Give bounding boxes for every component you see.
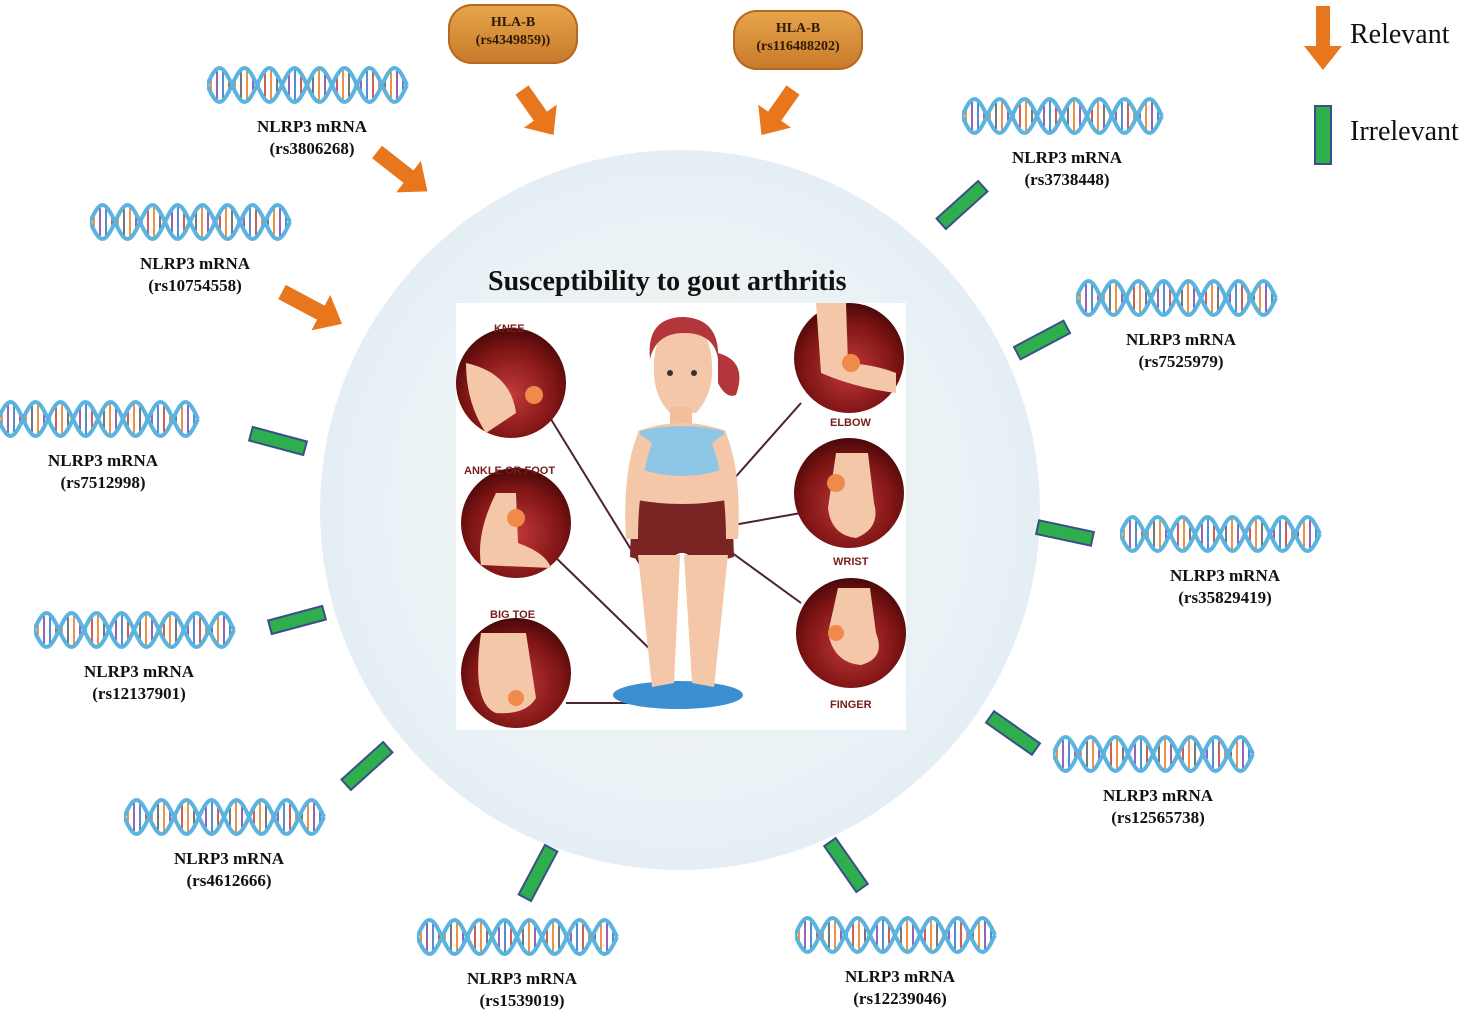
dna-strand — [1053, 734, 1255, 774]
snp-label: NLRP3 mRNA(rs12137901) — [83, 662, 195, 703]
snp-rs12137901: NLRP3 mRNA(rs12137901) — [34, 607, 244, 717]
diagram-title: Susceptibility to gout arthritis — [488, 266, 847, 297]
snp-rs3806268: NLRP3 mRNA(rs3806268) — [207, 62, 417, 172]
snp-rs10754558: NLRP3 mRNA(rs10754558) — [90, 199, 300, 309]
hla-b-pill-1: HLA-B (rs4349859)) — [448, 4, 578, 64]
legend-relevant-label: Relevant — [1350, 19, 1450, 50]
snp-label: NLRP3 mRNA(rs35829419) — [1169, 566, 1281, 607]
snp-label: NLRP3 mRNA(rs7525979) — [1125, 330, 1237, 371]
dna-helix-icon — [417, 917, 619, 957]
snp-rs12565738: NLRP3 mRNA(rs12565738) — [1053, 731, 1263, 841]
dna-helix-icon — [0, 399, 200, 439]
hla-snp: (rs4349859)) — [475, 33, 551, 48]
irrelevant-bar — [1034, 519, 1096, 547]
label-knee: KNEE — [494, 323, 525, 335]
irrelevant-bar — [1012, 319, 1072, 361]
dna-strand — [417, 917, 619, 957]
snp-label: NLRP3 mRNA(rs3738448) — [1011, 148, 1123, 189]
snp-rs3738448: NLRP3 mRNA(rs3738448) — [962, 93, 1172, 203]
snp-rs7512998: NLRP3 mRNA(rs7512998) — [0, 396, 208, 506]
label-wrist: WRIST — [833, 556, 869, 568]
legend-irrelevant-label: Irrelevant — [1350, 116, 1459, 147]
legend-irrelevant-bar-icon — [1314, 105, 1332, 165]
dna-helix-icon — [90, 202, 292, 242]
relevant-arrow — [372, 145, 428, 193]
relevant-arrow — [278, 284, 343, 331]
legend-relevant-arrow-icon — [1304, 6, 1342, 70]
label-big-toe: BIG TOE — [490, 609, 535, 621]
gout-infographic: KNEE ANKLE OR FOOT BIG TOE ELBOW WRIST F… — [456, 303, 906, 730]
snp-rs4612666: NLRP3 mRNA(rs4612666) — [124, 794, 334, 904]
hla-gene: HLA-B — [775, 21, 821, 36]
snp-rs1539019: NLRP3 mRNA(rs1539019) — [417, 914, 627, 1024]
dna-strand — [90, 202, 292, 242]
dna-strand — [34, 610, 236, 650]
irrelevant-bar — [822, 836, 870, 894]
dna-strand — [207, 65, 409, 105]
relevant-arrow — [515, 85, 557, 136]
irrelevant-bar — [517, 843, 559, 903]
hla-snp: (rs116488202) — [756, 39, 840, 54]
dna-helix-icon — [1076, 278, 1278, 318]
irrelevant-bar — [935, 179, 989, 231]
irrelevant-bar — [984, 709, 1042, 757]
dna-strand — [795, 915, 997, 955]
snp-label: NLRP3 mRNA(rs1539019) — [466, 969, 578, 1010]
dna-helix-icon — [124, 797, 326, 837]
dna-helix-icon — [795, 915, 997, 955]
hla-gene: HLA-B — [490, 15, 536, 30]
irrelevant-bar — [247, 425, 309, 457]
dna-strand — [962, 96, 1164, 136]
dna-helix-icon — [207, 65, 409, 105]
irrelevant-bar — [266, 604, 328, 636]
dna-helix-icon — [34, 610, 236, 650]
label-elbow: ELBOW — [830, 417, 872, 429]
snp-label: NLRP3 mRNA(rs3806268) — [256, 117, 368, 158]
hla-b-pill-2: HLA-B (rs116488202) — [733, 10, 863, 70]
dna-helix-icon — [962, 96, 1164, 136]
snp-rs12239046: NLRP3 mRNA(rs12239046) — [795, 912, 1005, 1022]
label-ankle: ANKLE OR FOOT — [464, 465, 555, 477]
dna-strand — [124, 797, 326, 837]
snp-rs35829419: NLRP3 mRNA(rs35829419) — [1120, 511, 1330, 621]
label-finger: FINGER — [830, 699, 872, 711]
dna-strand — [1120, 514, 1322, 554]
dna-strand — [1076, 278, 1278, 318]
woman-figure — [625, 317, 740, 687]
snp-label: NLRP3 mRNA(rs7512998) — [47, 451, 159, 492]
irrelevant-bar — [340, 740, 394, 792]
relevant-arrow — [758, 85, 800, 136]
snp-label: NLRP3 mRNA(rs4612666) — [173, 849, 285, 890]
dna-strand — [0, 399, 200, 439]
snp-label: NLRP3 mRNA(rs12239046) — [844, 967, 956, 1008]
dna-helix-icon — [1053, 734, 1255, 774]
snp-label: NLRP3 mRNA(rs12565738) — [1102, 786, 1214, 827]
snp-rs7525979: NLRP3 mRNA(rs7525979) — [1076, 275, 1286, 385]
dna-helix-icon — [1120, 514, 1322, 554]
snp-label: NLRP3 mRNA(rs10754558) — [139, 254, 251, 295]
